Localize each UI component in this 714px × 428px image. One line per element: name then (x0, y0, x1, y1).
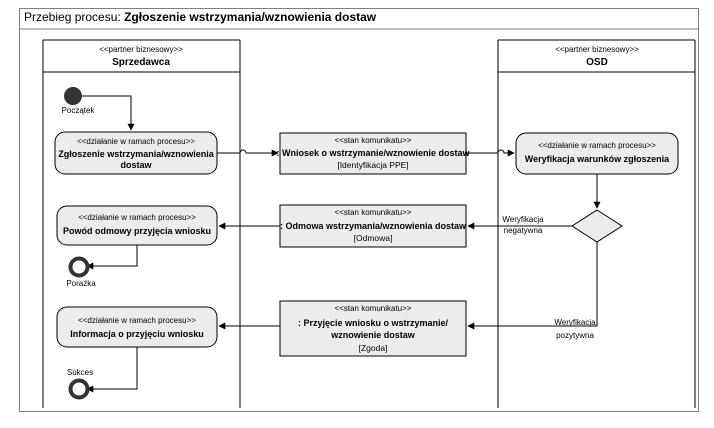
decision-node (571, 209, 623, 243)
guard-negative-label: Weryfikacja (502, 215, 544, 224)
final-node-success (68, 378, 90, 400)
initial-node (64, 87, 82, 105)
action-label: Zgłoszenie wstrzymania/wznowienia (58, 149, 215, 159)
message-odmowa: <<stan komunikatu>> : Odmowa wstrzymania… (279, 204, 467, 248)
guard-negative-label: negatywna (504, 226, 543, 235)
message-label: : Odmowa wstrzymania/wznowienia dostaw (280, 221, 467, 231)
message-state: [Zgoda] (359, 343, 388, 353)
action-powod-odmowy: <<działanie w ramach procesu>> Powód odm… (56, 205, 218, 246)
message-label: : Wniosek o wstrzymanie/wznowienie dosta… (276, 148, 470, 158)
action-label: Informacja o przyjęciu wniosku (70, 329, 204, 339)
message-state: [Identyfikacja PPE] (337, 160, 408, 170)
guard-positive-label: pozytywna (556, 331, 594, 340)
action-stereotype: <<działanie w ramach procesu>> (538, 141, 656, 150)
message-stereotype: <<stan komunikatu>> (335, 136, 412, 145)
action-label: Powód odmowy przyjęcia wniosku (63, 226, 211, 236)
lane-osd: <<partner biznesowy>> OSD (497, 39, 696, 408)
message-wniosek: <<stan komunikatu>> : Wniosek o wstrzyma… (276, 132, 471, 175)
flow-to-failure (86, 245, 138, 270)
diagram-frame (19, 8, 699, 412)
action-informacja: <<działanie w ramach procesu>> Informacj… (56, 306, 218, 348)
diagram-title: Przebieg procesu: Zgłoszenie wstrzymania… (19, 8, 704, 27)
action-stereotype: <<działanie w ramach procesu>> (78, 213, 196, 222)
action-weryfikacja: <<działanie w ramach procesu>> Weryfikac… (515, 132, 679, 175)
lane-title: Sprzedawca (112, 57, 170, 68)
lane-title: OSD (586, 57, 608, 68)
flow-start (82, 95, 135, 131)
lane-sprzedawca: <<partner biznesowy>> Sprzedawca (42, 39, 241, 408)
guard-positive-label: Weryfikacja (554, 318, 596, 327)
final-node-failure (68, 256, 90, 278)
action-label: Weryfikacja warunków zgłoszenia (525, 154, 670, 164)
action-label: dostaw (120, 160, 152, 170)
lane-stereotype: <<partner biznesowy>> (555, 45, 639, 54)
message-przyjecie: <<stan komunikatu>> : Przyjęcie wniosku … (279, 300, 467, 357)
failure-label: Porażka (66, 279, 96, 288)
title-prefix: Przebieg procesu: (24, 10, 121, 24)
message-label: wznowienie dostaw (330, 330, 416, 340)
flow-to-success (86, 347, 138, 393)
flow-to-wniosek (217, 149, 279, 157)
action-stereotype: <<działanie w ramach procesu>> (78, 316, 196, 325)
action-stereotype: <<działanie w ramach procesu>> (77, 137, 195, 146)
success-label: Sukces (67, 368, 93, 377)
message-stereotype: <<stan komunikatu>> (335, 208, 412, 217)
title-name: Zgłoszenie wstrzymania/wznowienia dostaw (124, 10, 377, 24)
start-label: Początek (62, 106, 96, 115)
flow-to-weryfikacja (466, 149, 515, 157)
action-zgloszenie: <<działanie w ramach procesu>> Zgłoszeni… (54, 131, 218, 175)
message-state: [Odmowa] (354, 233, 393, 243)
message-label: : Przyjęcie wniosku o wstrzymanie/ (298, 318, 449, 328)
lane-stereotype: <<partner biznesowy>> (99, 45, 183, 54)
message-stereotype: <<stan komunikatu>> (335, 304, 412, 313)
flow-positive (467, 242, 598, 330)
